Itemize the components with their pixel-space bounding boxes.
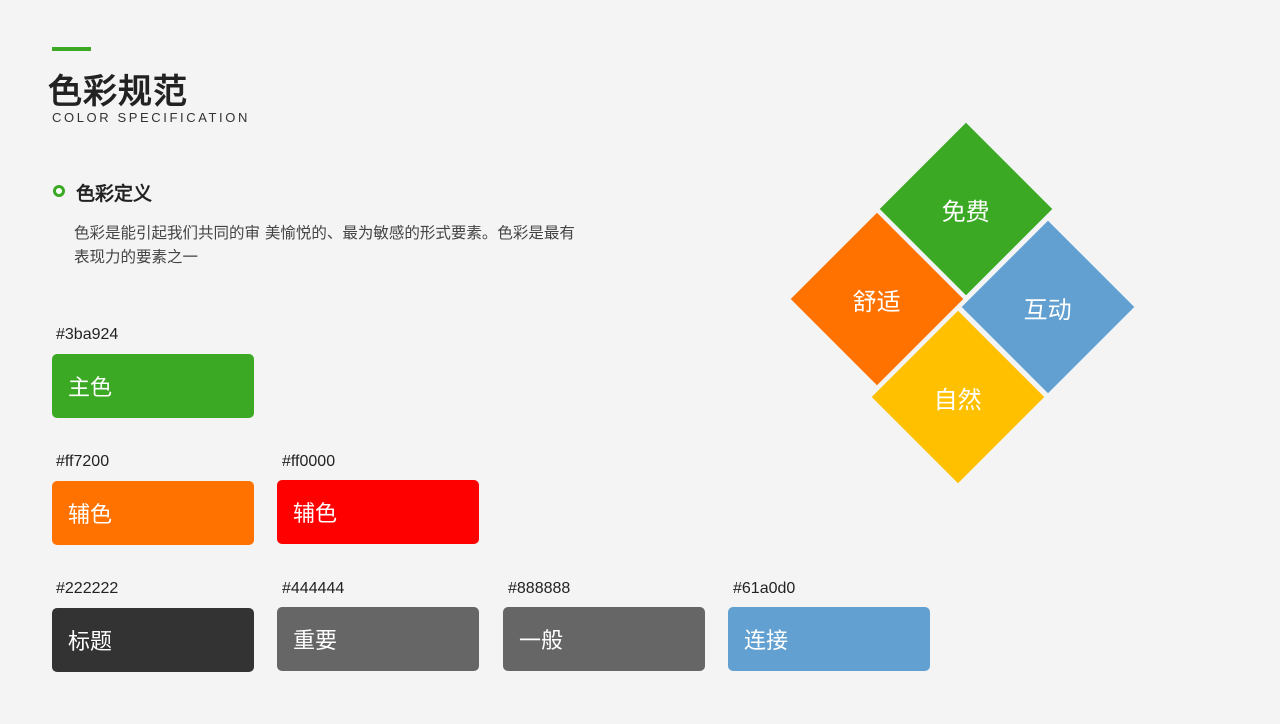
swatch-secondary-red: 辅色 [277,480,479,544]
page-title: 色彩规范 [48,72,188,112]
diamond-free-label: 免费 [942,197,990,226]
section-title: 色彩定义 [76,183,153,205]
swatch-hex-secondary-red: #ff0000 [282,453,336,470]
swatch-hex-secondary-orange: #ff7200 [56,453,110,470]
swatch-hex-important: #444444 [282,580,345,597]
title-accent-bar [52,47,91,51]
swatch-hex-primary: #3ba924 [56,326,119,343]
diamond-interaction-label: 互动 [1024,295,1072,324]
section-bullet-icon [53,185,65,197]
swatch-hex-link: #61a0d0 [733,580,796,597]
swatch-hex-heading: #222222 [56,580,119,597]
swatch-link: 连接 [728,607,930,671]
swatch-heading: 标题 [52,608,254,672]
swatch-secondary-orange: 辅色 [52,481,254,545]
section-description: 色彩是能引起我们共同的审 美愉悦的、最为敏感的形式要素。色彩是最有表现力的要素之… [74,224,575,266]
swatch-hex-normal: #888888 [508,580,571,597]
page-subtitle: COLOR SPECIFICATION [52,110,250,125]
diamond-nature-label: 自然 [934,385,982,414]
swatch-normal: 一般 [503,607,705,671]
swatch-primary: 主色 [52,354,254,418]
diamond-comfort-label: 舒适 [853,287,901,316]
swatch-important: 重要 [277,607,479,671]
